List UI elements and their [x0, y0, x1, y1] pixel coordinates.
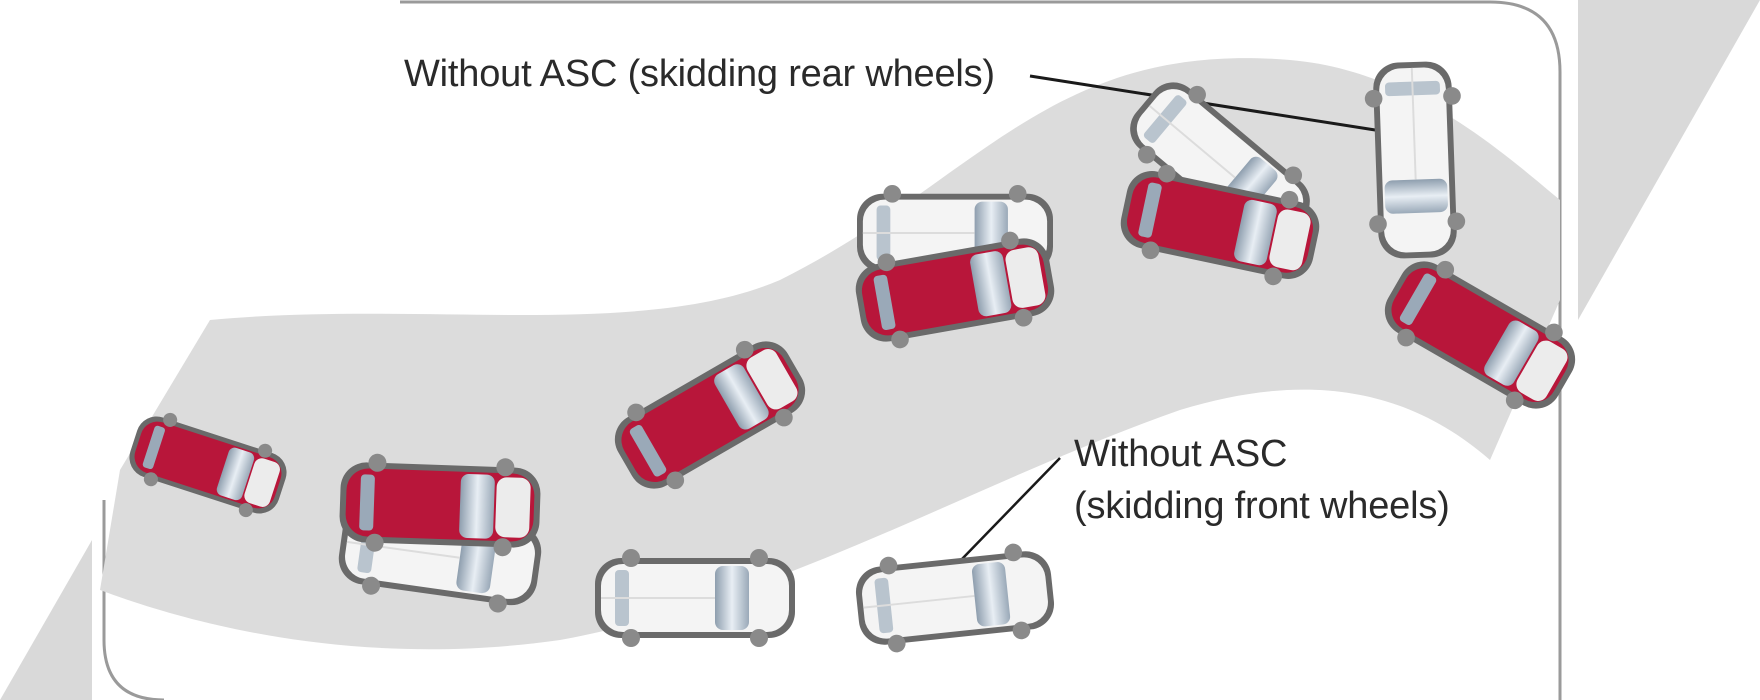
corner-right — [1578, 0, 1760, 320]
label-front-line1: Without ASC — [1074, 433, 1288, 475]
car-white-3 — [594, 548, 796, 648]
car-red-2 — [338, 452, 542, 558]
label-front-line2: (skidding front wheels) — [1074, 485, 1450, 527]
corner-left — [0, 540, 92, 700]
label-front-skid: Without ASC (skidding front wheels) — [1074, 428, 1450, 532]
car-white-4b — [851, 539, 1059, 657]
road — [100, 58, 1560, 650]
label-rear-skid: Without ASC (skidding rear wheels) — [404, 53, 995, 95]
frame-outline — [102, 0, 1562, 700]
car-white-6 — [1362, 59, 1468, 261]
leader-rear — [1029, 74, 1421, 139]
